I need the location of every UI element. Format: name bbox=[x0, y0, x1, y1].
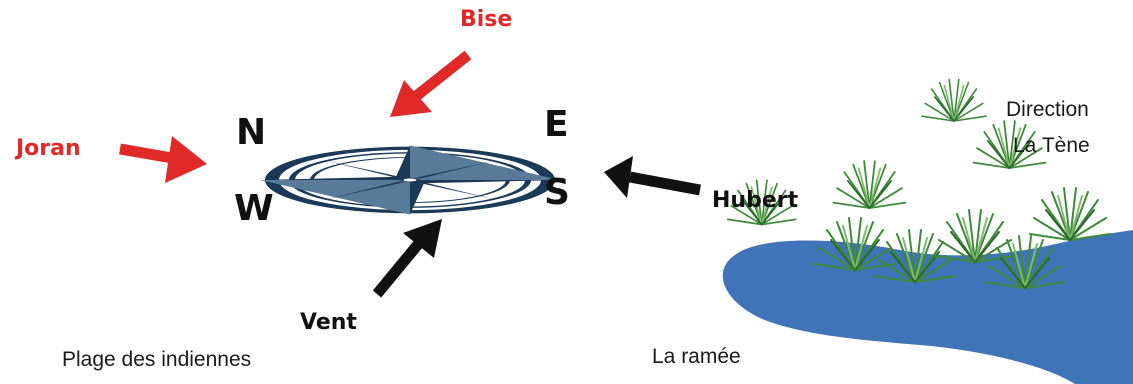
vent-arrow-icon bbox=[372, 219, 442, 298]
cardinal-east: E bbox=[544, 104, 569, 145]
cardinal-south: S bbox=[544, 172, 570, 213]
cardinal-north: N bbox=[236, 112, 267, 153]
lake-shape bbox=[722, 230, 1133, 384]
hubert-label: Hubert bbox=[712, 188, 799, 213]
bise-arrow-icon bbox=[390, 50, 472, 117]
compass-rose-icon bbox=[260, 145, 560, 215]
la-ramee-label: La ramée bbox=[652, 345, 741, 368]
joran-label: Joran bbox=[16, 136, 81, 161]
reeds-icon bbox=[726, 78, 1111, 289]
plage-label: Plage des indiennes bbox=[62, 348, 252, 371]
bise-label: Bise bbox=[460, 7, 513, 32]
hubert-arrow-icon bbox=[604, 156, 702, 198]
joran-arrow-icon bbox=[119, 136, 207, 183]
vent-label: Vent bbox=[300, 310, 357, 335]
la-tene-label: La Tène bbox=[1013, 134, 1090, 157]
cardinal-west: W bbox=[234, 188, 274, 229]
direction-label: Direction bbox=[1006, 98, 1089, 121]
